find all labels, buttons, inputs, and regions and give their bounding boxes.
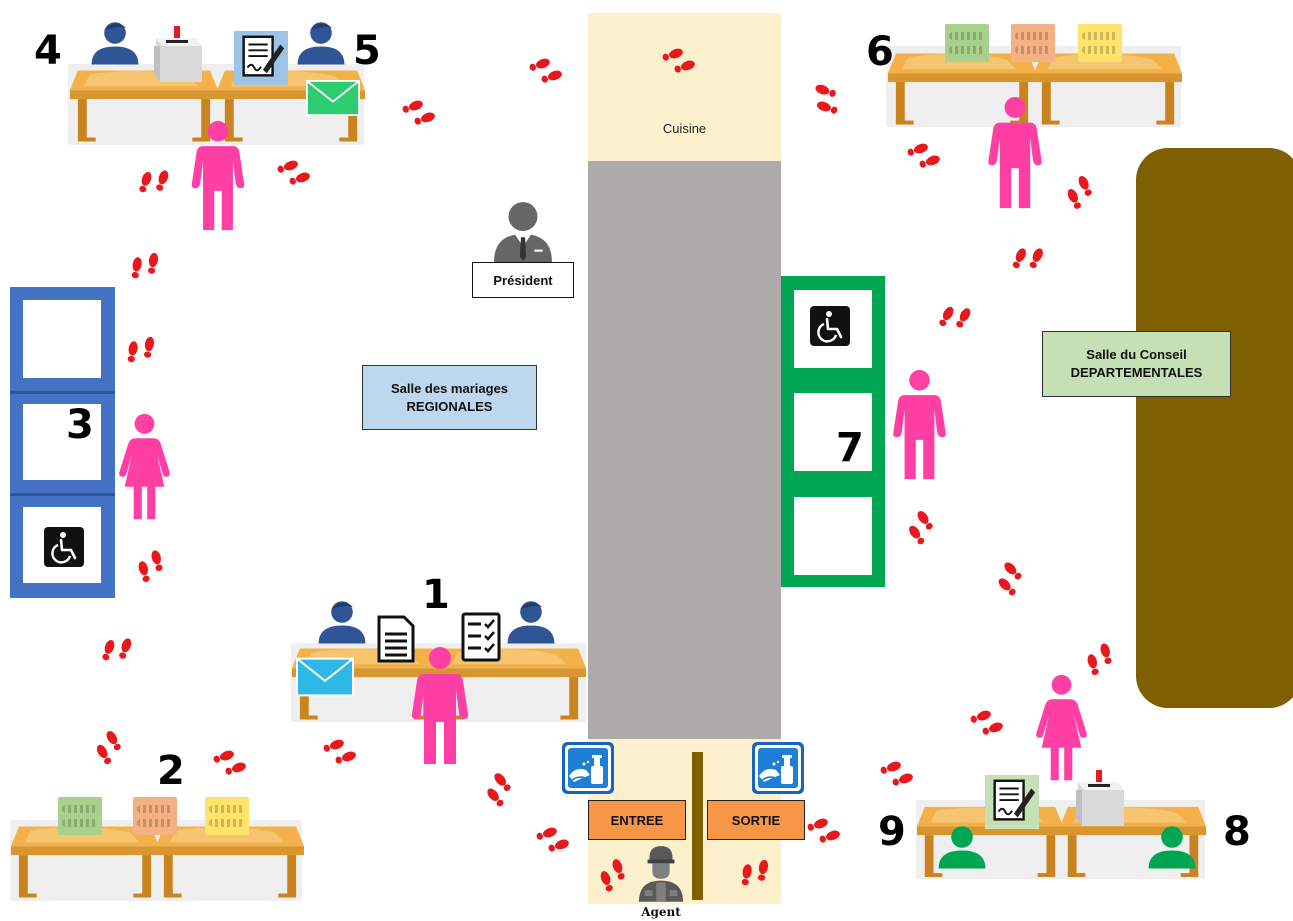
booth-7-cell-2 — [794, 393, 872, 471]
footprint-icon — [801, 809, 847, 855]
kitchen-area — [588, 13, 781, 161]
station-number-7: 7 — [836, 425, 864, 471]
staff-icon — [1145, 822, 1199, 870]
soldier-icon — [637, 843, 685, 903]
envelope-icon — [306, 79, 360, 117]
conseil-table — [1136, 148, 1293, 708]
entrance-divider — [692, 752, 703, 900]
room-label-regionales-line2: REGIONALES — [406, 398, 493, 414]
central-corridor — [588, 161, 781, 739]
signature-icon — [984, 775, 1040, 829]
booth-3-divider-2 — [10, 493, 115, 496]
footprint-icon — [1079, 637, 1123, 681]
staff-icon — [315, 597, 369, 645]
footprint-icon — [475, 764, 526, 815]
booth-3-cell-1 — [23, 300, 101, 378]
station-number-9: 9 — [878, 809, 906, 855]
voter-icon — [190, 120, 246, 232]
wheelchair-icon — [44, 527, 84, 567]
staff-icon — [504, 597, 558, 645]
voter-icon — [891, 369, 948, 481]
footprint-icon — [931, 293, 980, 342]
footprint-icon — [125, 245, 167, 287]
ballot-box-icon — [152, 22, 204, 86]
hand-sanitizer-icon — [562, 742, 614, 794]
booth-7-cell-3 — [794, 497, 872, 575]
station-number-3: 3 — [66, 402, 94, 448]
money-stack-icon — [1011, 24, 1055, 62]
voter-icon — [1034, 674, 1089, 782]
footprint-icon — [1005, 235, 1053, 283]
agent-label: Agent — [641, 905, 681, 919]
footprint-icon — [396, 91, 442, 137]
footprint-icon — [523, 49, 569, 95]
entree-button[interactable]: ENTREE — [588, 800, 686, 840]
staff-icon — [935, 822, 989, 870]
booth-3-cell-2 — [23, 404, 101, 480]
money-stack-icon — [205, 797, 249, 835]
voter-icon — [410, 643, 470, 769]
president-label: Président — [472, 262, 574, 298]
footprint-icon — [121, 329, 163, 371]
station-number-2: 2 — [157, 748, 185, 794]
footprint-icon — [317, 730, 363, 776]
money-stack-icon — [133, 797, 177, 835]
room-label-departementales-line1: Salle du Conseil — [1086, 347, 1187, 362]
footprint-icon — [132, 159, 178, 205]
voter-icon — [117, 413, 172, 521]
hand-sanitizer-icon — [752, 742, 804, 794]
money-stack-icon — [58, 797, 102, 835]
footprint-icon — [130, 544, 174, 588]
envelope-icon — [296, 655, 354, 699]
money-stack-icon — [1078, 24, 1122, 62]
voter-icon — [986, 96, 1044, 210]
station-number-5: 5 — [353, 28, 381, 74]
station-number-8: 8 — [1223, 809, 1251, 855]
footprint-icon — [874, 752, 920, 798]
station-number-6: 6 — [866, 29, 894, 75]
money-stack-icon — [945, 24, 989, 62]
footprint-icon — [530, 818, 576, 864]
footprint-icon — [897, 502, 947, 552]
footprint-icon — [804, 75, 850, 121]
staff-icon — [88, 18, 142, 66]
footprint-icon — [85, 722, 134, 771]
station-number-4: 4 — [34, 28, 62, 74]
footprint-icon — [735, 852, 777, 894]
signature-icon — [233, 31, 289, 85]
room-label-departementales-line2: DEPARTEMENTALES — [1070, 365, 1203, 380]
footprint-icon — [986, 553, 1037, 604]
sortie-button[interactable]: SORTIE — [707, 800, 805, 840]
room-label-departementales: Salle du Conseil DEPARTEMENTALES — [1042, 331, 1231, 397]
station-number-1: 1 — [422, 572, 450, 618]
room-label-regionales-line1: Salle des mariages — [390, 380, 509, 396]
footprint-icon — [964, 701, 1010, 747]
footprint-icon — [271, 151, 317, 197]
footprint-icon — [1057, 168, 1105, 216]
president-icon — [492, 200, 554, 262]
footprint-icon — [901, 134, 947, 180]
wheelchair-icon — [810, 306, 850, 346]
kitchen-label: Cuisine — [662, 121, 707, 136]
footprint-icon — [207, 741, 253, 787]
room-label-regionales: Salle des mariages REGIONALES — [362, 365, 537, 430]
booth-3-divider-1 — [10, 391, 115, 394]
footprint-icon — [95, 627, 141, 673]
staff-icon — [294, 18, 348, 66]
